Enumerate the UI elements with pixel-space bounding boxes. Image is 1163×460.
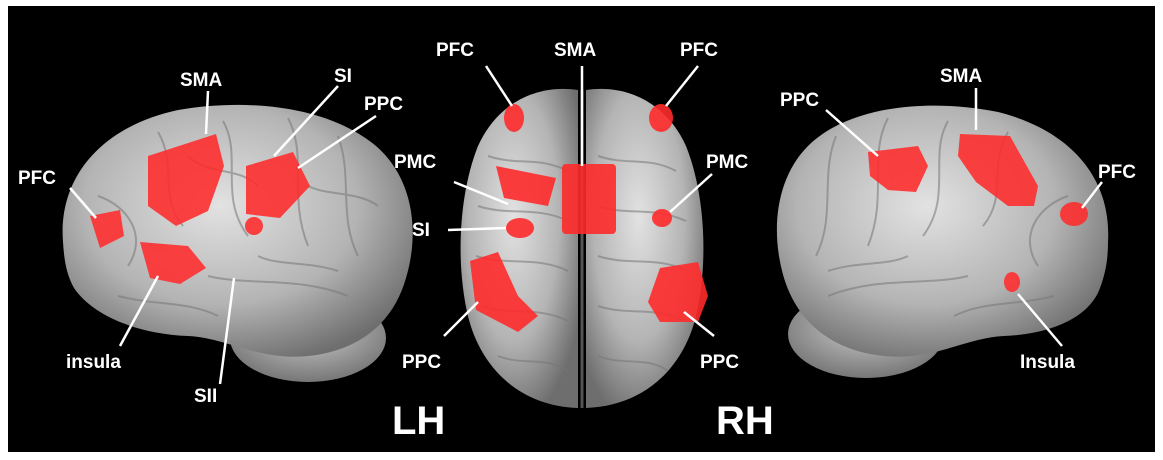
dorsal-ppc-right-label: PPC bbox=[700, 352, 739, 373]
right-pfc-label: PFC bbox=[1098, 162, 1136, 183]
dorsal-si-label: SI bbox=[412, 220, 430, 241]
left-insula-label: insula bbox=[66, 352, 121, 373]
hemisphere-label-lh: LH bbox=[392, 399, 445, 443]
right-sma-label: SMA bbox=[940, 66, 983, 87]
dorsal-sma-label: SMA bbox=[554, 40, 597, 61]
right-insula-activation bbox=[1004, 272, 1020, 292]
left-ppc-label: PPC bbox=[364, 94, 403, 115]
dorsal-sma-activation bbox=[562, 164, 616, 234]
black-panel: SMA SI PPC PFC insula SII bbox=[8, 6, 1155, 452]
left-hemisphere-view: SMA SI PPC PFC insula SII bbox=[18, 66, 413, 407]
right-hemisphere-view: PPC SMA PFC Insula bbox=[777, 66, 1136, 378]
left-sma-label: SMA bbox=[180, 70, 223, 91]
dorsal-pmc-right-label: PMC bbox=[706, 152, 749, 173]
left-si-activation bbox=[245, 217, 263, 235]
dorsal-pfc-left-label: PFC bbox=[436, 40, 474, 61]
dorsal-pfc-right-activation bbox=[649, 104, 673, 132]
right-hemisphere-brain bbox=[777, 106, 1108, 357]
dorsal-ppc-left-label: PPC bbox=[402, 352, 441, 373]
dorsal-view: PFC SMA PFC PMC PMC SI PPC PPC LH RH bbox=[392, 40, 774, 443]
hemisphere-label-rh: RH bbox=[716, 399, 774, 443]
left-si-label: SI bbox=[334, 66, 352, 87]
dorsal-pfc-right-label: PFC bbox=[680, 40, 718, 61]
dorsal-right-hemisphere bbox=[586, 89, 703, 408]
left-sii-label: SII bbox=[194, 386, 217, 407]
right-insula-label: Insula bbox=[1020, 352, 1075, 373]
dorsal-pmc-right-activation bbox=[652, 209, 672, 227]
brain-views-svg: SMA SI PPC PFC insula SII bbox=[8, 6, 1155, 452]
right-ppc-label: PPC bbox=[780, 90, 819, 111]
left-pfc-label: PFC bbox=[18, 168, 56, 189]
dorsal-pfc-left-activation bbox=[504, 104, 524, 132]
dorsal-si-activation bbox=[506, 218, 534, 238]
dorsal-pmc-left-label: PMC bbox=[394, 152, 437, 173]
